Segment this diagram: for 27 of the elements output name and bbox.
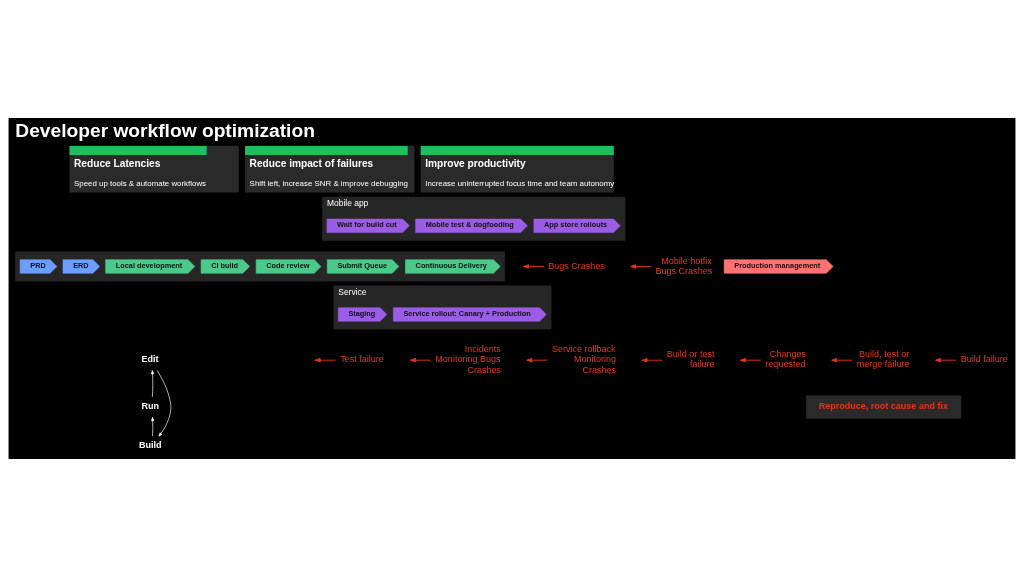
arrow xyxy=(739,357,762,362)
arrow xyxy=(522,263,545,269)
node-box: Reproduce, root cause and fix xyxy=(806,395,962,419)
node-text: Build or test failure xyxy=(666,348,715,369)
arrow xyxy=(641,357,663,362)
arrow xyxy=(630,263,652,269)
node-text: Edit xyxy=(141,353,159,364)
node-text: Bugs Crashes xyxy=(548,260,605,271)
diagram-title: Developer workflow optimization xyxy=(15,119,315,141)
arrow xyxy=(935,357,957,362)
node-text: Changes requested xyxy=(765,348,806,369)
node-text: Build, test or merge failure xyxy=(856,348,910,369)
node-text: Incidents Monitoring Bugs Crashes xyxy=(435,343,502,375)
arrow xyxy=(831,357,853,362)
node-text: Build xyxy=(138,439,162,450)
arrow xyxy=(314,357,337,362)
node-text: Run xyxy=(141,400,160,411)
node-text: Build failure xyxy=(960,353,1008,364)
node-text: Service rollback Monitoring Crashes xyxy=(551,343,617,375)
node-text: Test failure xyxy=(340,353,384,364)
cluster xyxy=(15,251,506,281)
arrow xyxy=(151,416,155,437)
arrow xyxy=(156,369,172,437)
arrow xyxy=(151,369,155,397)
arrow xyxy=(526,357,548,362)
arrow xyxy=(410,357,432,362)
node-text: Mobile hotfix Bugs Crashes xyxy=(655,255,713,276)
